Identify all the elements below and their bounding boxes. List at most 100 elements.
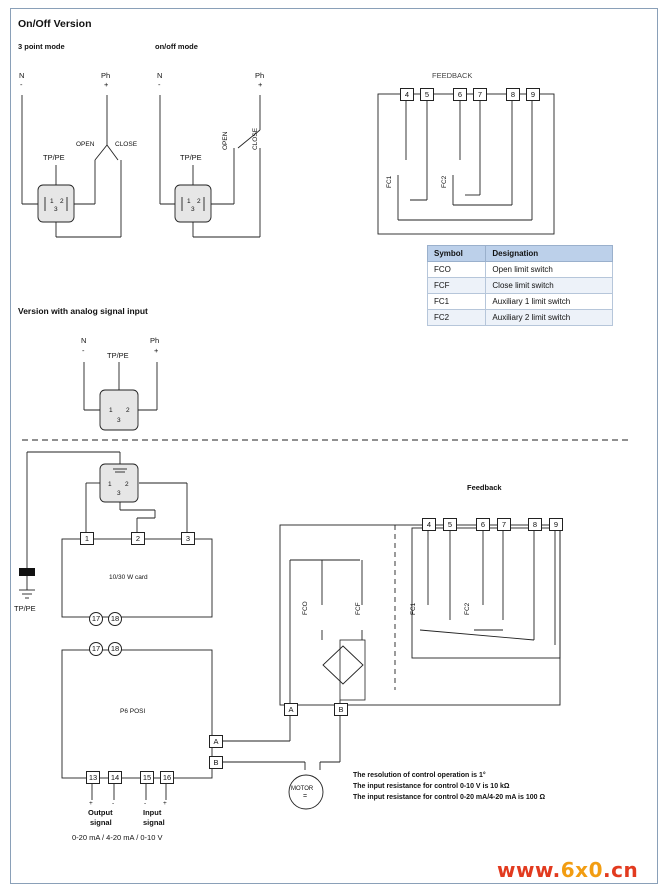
label-open-onoff: OPEN [222,131,229,150]
label-posi: P6 POSI [120,708,146,715]
label-close-3pt: CLOSE [115,141,138,148]
table-cell: FC2 [426,309,487,326]
label-n-3pt: N [19,71,25,80]
label-output-signal: signal [90,818,112,827]
terminal-posi-top-17: 17 [89,612,103,626]
heading-onoff-mode: on/off mode [155,42,198,51]
terminal-io-16: 16 [160,771,174,784]
logo-part-1: www. [497,858,561,882]
table-header-symbol: Symbol [426,245,487,262]
label-n-onoff: N [157,71,163,80]
term-1-analog: 1 [109,407,113,414]
terminal-b-posi: B [209,756,223,769]
table-cell: Auxiliary 1 limit switch [485,293,613,310]
terminal-card-1: 1 [80,532,94,545]
site-logo: www.6x0.cn [497,858,638,882]
term-2-onoff: 2 [197,198,201,205]
terminal-top-9: 9 [526,88,540,101]
term-1-onoff: 1 [187,198,191,205]
label-minus-out: - [112,800,115,807]
label-ph-3pt: Ph [101,71,111,80]
terminal-a-posi: A [209,735,223,748]
page-frame [10,8,658,884]
terminal-bottom-5: 5 [443,518,457,531]
label-feedback-top: FEEDBACK [432,71,473,80]
terminal-io-13: 13 [86,771,100,784]
logo-part-2: 6x0 [560,858,603,882]
table-cell: FCF [426,277,487,294]
label-tppe-3pt: TP/PE [43,153,65,162]
label-input: Input [143,808,162,817]
table-cell: FC1 [426,293,487,310]
label-tppe-bottom: TP/PE [14,604,36,613]
table-cell: Auxiliary 2 limit switch [485,309,613,326]
term-3-bottom: 3 [117,490,121,497]
terminal-bottom-6: 6 [476,518,490,531]
label-signal-range: 0-20 mA / 4-20 mA / 0-10 V [72,833,163,842]
heading-3-point-mode: 3 point mode [18,42,65,51]
notes: The resolution of control operation is 1… [353,770,545,803]
label-feedback-bottom: Feedback [467,483,502,492]
table-cell: Open limit switch [485,261,613,278]
note-resolution: The resolution of control operation is 1… [353,772,486,779]
table-cell: FCO [426,261,487,278]
label-fc1-bottom: FC1 [410,602,417,615]
logo-part-3: .cn [602,858,639,882]
label-fco: FCO [302,601,309,615]
terminal-a-motor: A [284,703,298,716]
term-3-3pt: 3 [54,206,58,213]
label-ph-analog: Ph [150,336,160,345]
label-input-signal: signal [143,818,165,827]
terminal-bottom-4: 4 [422,518,436,531]
label-plus-in: + [163,800,167,807]
term-2-bottom: 2 [125,481,129,488]
note-resistance-current: The input resistance for control 0-20 mA… [353,794,546,801]
heading-onoff-version: On/Off Version [18,18,92,30]
label-open-3pt: OPEN [76,141,95,148]
term-3-onoff: 3 [191,206,195,213]
terminal-bottom-9: 9 [549,518,563,531]
term-2-3pt: 2 [60,198,64,205]
label-ph-onoff: Ph [255,71,265,80]
terminal-posi-bottom-18: 18 [108,642,122,656]
terminal-posi-bottom-17: 17 [89,642,103,656]
label-fc1-top: FC1 [386,175,393,188]
terminal-top-6: 6 [453,88,467,101]
term-3-analog: 3 [117,417,121,424]
term-2-analog: 2 [126,407,130,414]
terminal-io-15: 15 [140,771,154,784]
label-fc2-bottom: FC2 [464,602,471,615]
label-tppe-analog: TP/PE [107,351,129,360]
terminal-posi-top-18: 18 [108,612,122,626]
term-1-bottom: 1 [108,481,112,488]
terminal-top-8: 8 [506,88,520,101]
label-plus-onoff: + [258,80,263,89]
terminal-top-7: 7 [473,88,487,101]
label-plus-analog: + [154,346,159,355]
label-minus-3pt: - [20,80,23,89]
note-resistance-voltage: The input resistance for control 0-10 V … [353,783,510,790]
terminal-top-5: 5 [420,88,434,101]
terminal-card-3: 3 [181,532,195,545]
terminal-card-2: 2 [131,532,145,545]
table-header-designation: Designation [485,245,613,262]
terminal-io-14: 14 [108,771,122,784]
label-fcf: FCF [355,602,362,615]
label-motor-eq: = [303,793,308,800]
label-plus-out: + [89,800,93,807]
label-fc2-top: FC2 [441,175,448,188]
label-plus-3pt: + [104,80,109,89]
terminal-b-motor: B [334,703,348,716]
term-1-3pt: 1 [50,198,54,205]
label-minus-onoff: - [158,80,161,89]
label-n-analog: N [81,336,87,345]
label-card: 10/30 W card [109,574,148,581]
label-close-onoff: CLOSE [252,127,259,150]
label-minus-in: - [144,800,147,807]
